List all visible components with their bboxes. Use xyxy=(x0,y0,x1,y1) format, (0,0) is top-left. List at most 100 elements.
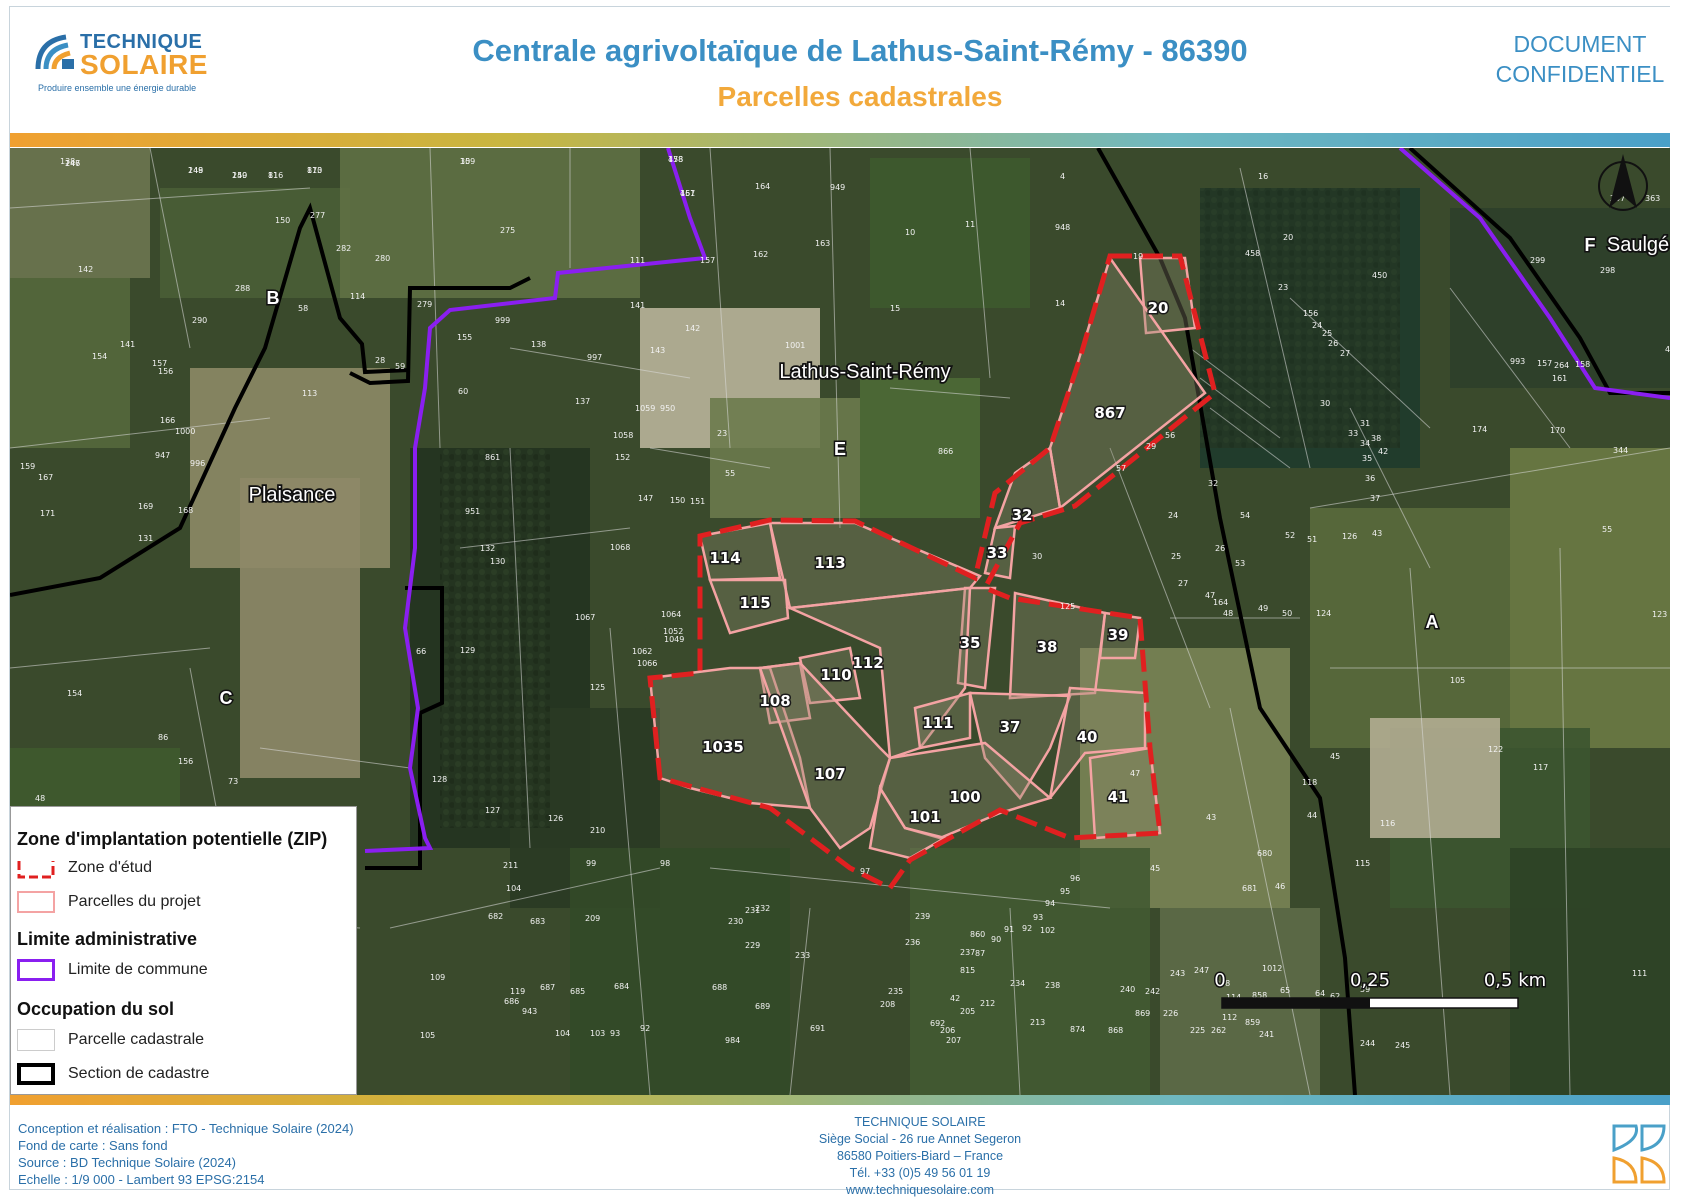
cadastre-number: 25 xyxy=(1322,329,1332,338)
cadastre-number: 50 xyxy=(1282,609,1292,618)
address-line: TECHNIQUE SOLAIRE xyxy=(854,1115,986,1129)
confidential-line-1: DOCUMENT xyxy=(1513,31,1647,57)
parcel-boundary xyxy=(1309,447,1670,509)
cadastre-number: 159 xyxy=(460,157,475,166)
cadastre-number: 148 xyxy=(188,166,203,175)
cadastre-number: 59 xyxy=(395,362,405,371)
cadastre-number: 141 xyxy=(120,340,135,349)
cadastre-number: 163 xyxy=(815,239,830,248)
cadastre-number: 98 xyxy=(660,859,670,868)
cadastre-number: 858 xyxy=(1252,991,1267,1000)
legend-swatch-zone xyxy=(17,861,55,879)
cadastre-number: 208 xyxy=(880,1000,895,1009)
cadastre-number: 30 xyxy=(1320,399,1330,408)
cadastre-number: 226 xyxy=(1163,1009,1178,1018)
cadastre-number: 118 xyxy=(1302,778,1317,787)
cadastre-number: 87 xyxy=(975,949,985,958)
cadastre-number: 16 xyxy=(1258,172,1268,181)
scale-bar: 0 0,25 0,5 km xyxy=(1213,969,1548,1009)
project-parcel-label: 39 xyxy=(1108,626,1129,644)
cadastre-number: 142 xyxy=(78,265,93,274)
parcel-boundary xyxy=(1239,167,1311,469)
cadastre-number: 32 xyxy=(1208,479,1218,488)
section-line-east xyxy=(1096,148,1357,1095)
cadastre-number: 167 xyxy=(38,473,53,482)
cadastre-number: 232 xyxy=(755,904,770,913)
parcel-boundary xyxy=(649,447,771,469)
project-parcel-37 xyxy=(968,691,1072,801)
study-zone-polygon xyxy=(647,253,1218,892)
cadastre-number: 42 xyxy=(950,994,960,1003)
cadastre-number: 344 xyxy=(1613,446,1628,455)
cadastre-number: 44 xyxy=(1307,811,1317,820)
cadastre-number: 691 xyxy=(810,1024,825,1033)
cadastre-number: 152 xyxy=(615,453,630,462)
cadastre-number: 682 xyxy=(488,912,503,921)
project-parcel-114 xyxy=(698,521,782,582)
cadastre-number: 99 xyxy=(586,859,596,868)
cadastre-number: 93 xyxy=(610,1029,620,1038)
commune-limit-east xyxy=(1398,148,1670,400)
cadastre-number: 126 xyxy=(1342,532,1357,541)
cadastre-number: 264 xyxy=(1554,361,1569,370)
cadastre-number: 141 xyxy=(630,301,645,310)
cadastre-number: 170 xyxy=(1550,426,1565,435)
cadastre-number: 242 xyxy=(1145,987,1160,996)
cadastre-number: 149 xyxy=(232,171,247,180)
cadastre-number: 249 xyxy=(188,166,203,175)
cadastre-number: 126 xyxy=(548,814,563,823)
cadastre-number: 298 xyxy=(1600,266,1615,275)
parcel-boundary xyxy=(1559,547,1571,1095)
cadastre-number: 1012 xyxy=(1262,964,1282,973)
parcel-boundary xyxy=(1209,407,1291,469)
cadastre-number: 166 xyxy=(160,416,175,425)
project-parcel-110 xyxy=(798,646,862,705)
north-arrow-icon xyxy=(1598,154,1648,211)
project-parcel-label: 40 xyxy=(1077,728,1098,746)
cadastre-number: 26 xyxy=(1328,339,1338,348)
cadastre-number: 128 xyxy=(432,775,447,784)
cadastre-number: 861 xyxy=(485,453,500,462)
project-parcel-label: 20 xyxy=(1148,299,1169,317)
cadastre-number: 211 xyxy=(503,861,518,870)
cadastre-number: 46 xyxy=(1275,882,1285,891)
cadastre-number: 247 xyxy=(1194,966,1209,975)
cadastre-number: 119 xyxy=(510,987,525,996)
terrain-patch xyxy=(710,398,860,518)
project-parcel-label: 100 xyxy=(949,788,980,806)
footer: Conception et réalisation : FTO - Techni… xyxy=(10,1110,1670,1197)
cadastre-number: 47 xyxy=(1205,591,1215,600)
cadastre-number: 59 xyxy=(1360,985,1370,994)
cadastre-number: 866 xyxy=(938,447,953,456)
cadastre-number: 105 xyxy=(1450,676,1465,685)
parcel-boundary xyxy=(609,627,651,1095)
cadastre-number: 815 xyxy=(960,966,975,975)
cadastre-number: 237 xyxy=(960,948,975,957)
header: TECHNIQUE SOLAIRE Produire ensemble une … xyxy=(10,7,1670,133)
cadastre-number: 23 xyxy=(717,429,727,438)
project-parcel-label: 101 xyxy=(909,808,940,826)
terrain-patches xyxy=(10,148,1670,1095)
cadastre-number: 132 xyxy=(480,544,495,553)
cadastre-number: 66 xyxy=(416,647,426,656)
parcel-boundary xyxy=(149,148,191,349)
cadastre-number: 124 xyxy=(1316,609,1331,618)
parcel-boundary xyxy=(1289,297,1431,429)
legend-swatch-parcels xyxy=(17,891,55,913)
cadastre-number: 129 xyxy=(460,646,475,655)
cadastre-number: 94 xyxy=(1045,899,1055,908)
cadastre-number: 947 xyxy=(155,451,170,460)
terrain-patch xyxy=(340,148,640,298)
legend-label-commune: Limite de commune xyxy=(68,961,208,978)
cadastre-number: 692 xyxy=(930,1019,945,1028)
cadastre-number: 4 xyxy=(1060,172,1065,181)
cadastre-number: 91 xyxy=(1004,925,1014,934)
parcel-boundary xyxy=(1229,707,1311,1095)
cadastre-number: 95 xyxy=(1060,887,1070,896)
cadastre-number: 1000 xyxy=(175,427,195,436)
section-letter: C xyxy=(220,688,233,708)
cadastre-number: 210 xyxy=(590,826,605,835)
cadastre-number: 37 xyxy=(1370,494,1380,503)
cadastre-number: 869 xyxy=(1135,1009,1150,1018)
